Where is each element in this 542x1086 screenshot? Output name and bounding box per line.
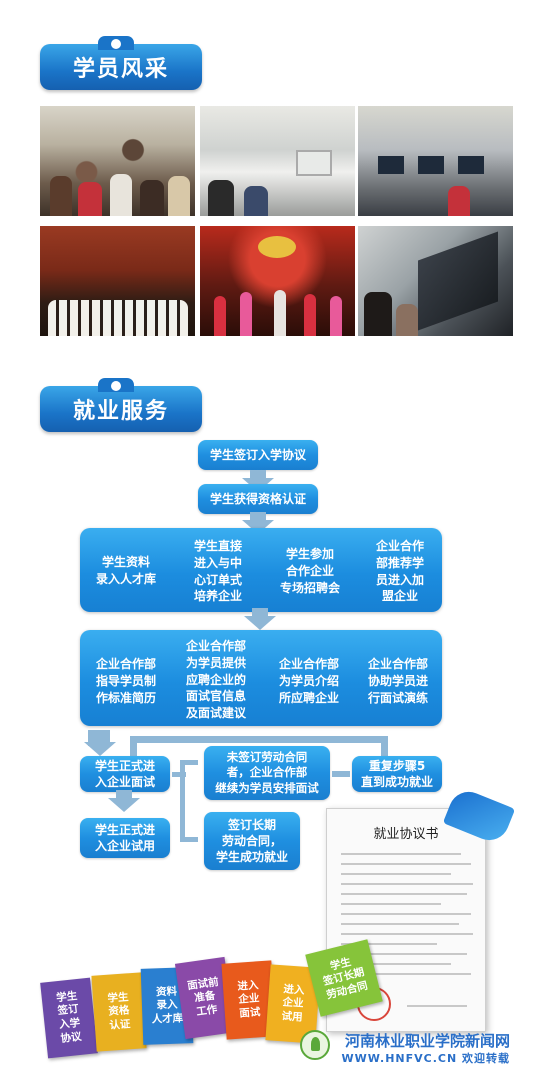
flow-step-enrollment: 学生签订入学协议 bbox=[198, 440, 318, 470]
branch-connector bbox=[180, 760, 198, 765]
flow-step-trial: 学生正式进 入企业试用 bbox=[80, 818, 170, 858]
employment-section-title: 就业服务 bbox=[72, 399, 169, 424]
loop-back-connector bbox=[130, 736, 388, 743]
flow-step-success: 签订长期 劳动合同， 学生成功就业 bbox=[204, 812, 300, 870]
card-certification-label: 学生 资格 认证 bbox=[107, 990, 131, 1032]
support-mock-interview: 企业合作部 协助学员进 行面试演练 bbox=[367, 657, 428, 705]
card-enrollment: 学生 签订 入学 协议 bbox=[40, 977, 98, 1059]
option-job-fair: 学生参加 合作企业 专场招聘会 bbox=[279, 547, 340, 595]
computer-lab-photo-3 bbox=[358, 226, 513, 336]
college-logo-icon bbox=[300, 1030, 330, 1060]
employment-agreement-document: 就业协议书 bbox=[326, 808, 486, 1032]
support-company-intro: 企业合作部 为学员介绍 所应聘企业 bbox=[278, 657, 339, 705]
card-trial-label: 进入 企业 试用 bbox=[281, 982, 305, 1024]
header-tab-icon bbox=[98, 378, 134, 392]
option-recommendation: 企业合作 部推荐学 员进入加 盟企业 bbox=[375, 539, 424, 604]
flow-step-interview: 学生正式进 入企业面试 bbox=[80, 756, 170, 792]
classroom-photo bbox=[40, 106, 195, 216]
option-order-training: 学生直接 进入与中 心订单式 培养企业 bbox=[193, 539, 242, 604]
choir-performance-photo bbox=[40, 226, 195, 336]
flow-step-continue-interview: 未签订劳动合同 者，企业合作部 继续为学员安排面试 bbox=[204, 746, 330, 800]
loop-back-connector bbox=[381, 736, 388, 756]
branch-connector bbox=[180, 837, 198, 842]
computer-lab-photo-1 bbox=[200, 106, 355, 216]
flow-step-repeat-label: 重复步骤5 直到成功就业 bbox=[360, 758, 433, 789]
flow-step-repeat: 重复步骤5 直到成功就业 bbox=[352, 756, 442, 792]
interview-support-panel: 企业合作部 指导学员制 作标准简历 企业合作部 为学员提供 应聘企业的 面试官信… bbox=[80, 630, 442, 726]
flow-step-enrollment-label: 学生签订入学协议 bbox=[209, 447, 306, 462]
card-interview-label: 进入 企业 面试 bbox=[237, 978, 261, 1020]
card-long-contract-label: 学生 签订长期 劳动合同 bbox=[321, 955, 369, 1002]
down-arrow-icon bbox=[84, 734, 116, 756]
branch-connector bbox=[180, 760, 185, 842]
flow-step-success-label: 签订长期 劳动合同， 学生成功就业 bbox=[215, 817, 288, 865]
down-arrow-icon bbox=[108, 790, 140, 812]
students-section-title: 学员风采 bbox=[72, 57, 169, 82]
flow-step-trial-label: 学生正式进 入企业试用 bbox=[94, 822, 155, 853]
down-arrow-icon bbox=[244, 608, 276, 630]
branch-connector bbox=[172, 772, 186, 777]
card-enrollment-label: 学生 签订 入学 协议 bbox=[55, 989, 83, 1045]
card-interview-prep-label: 面试前 准备 工作 bbox=[186, 975, 220, 1019]
flow-step-continue-interview-label: 未签订劳动合同 者，企业合作部 继续为学员安排面试 bbox=[215, 749, 319, 795]
support-interviewer-info: 企业合作部 为学员提供 应聘企业的 面试官信息 及面试建议 bbox=[185, 639, 246, 721]
support-resume: 企业合作部 指导学员制 作标准简历 bbox=[95, 657, 156, 705]
loop-back-connector bbox=[130, 736, 137, 756]
placement-options-panel: 学生资料 录入人才库 学生直接 进入与中 心订单式 培养企业 学生参加 合作企业… bbox=[80, 528, 442, 612]
flow-step-interview-label: 学生正式进 入企业面试 bbox=[94, 758, 155, 789]
students-section-header: 学员风采 bbox=[40, 36, 202, 90]
stage-dance-photo bbox=[200, 226, 355, 336]
footer-site-name: 河南林业职业学院新闻网 bbox=[344, 1032, 510, 1050]
document-title: 就业协议书 bbox=[373, 827, 439, 842]
flow-step-certification-label: 学生获得资格认证 bbox=[209, 491, 306, 506]
footer-site-url: WWW.HNFVC.CN 欢迎转载 bbox=[341, 1052, 510, 1065]
header-tab-icon bbox=[98, 36, 134, 50]
card-certification: 学生 资格 认证 bbox=[91, 972, 147, 1052]
connector bbox=[332, 771, 350, 777]
employment-section-header: 就业服务 bbox=[40, 378, 202, 432]
computer-lab-photo-2 bbox=[358, 106, 513, 216]
flow-step-certification: 学生获得资格认证 bbox=[198, 484, 318, 514]
option-talent-pool: 学生资料 录入人才库 bbox=[95, 555, 156, 586]
